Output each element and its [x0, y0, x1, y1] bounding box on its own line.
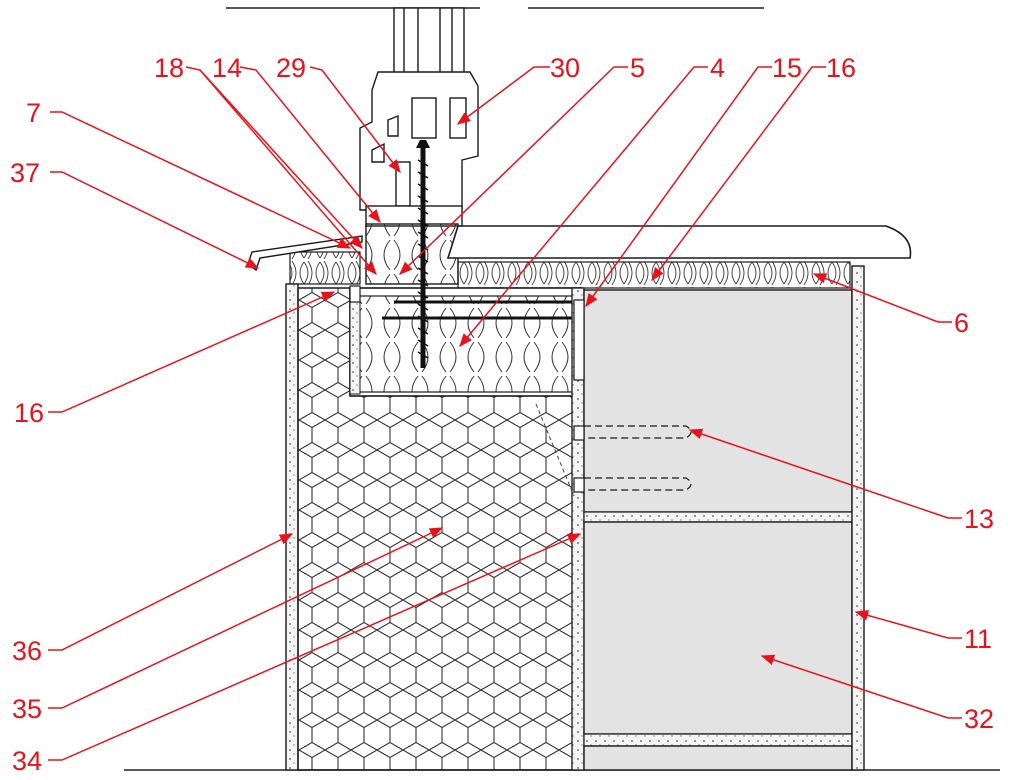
callout-label-5: 5	[630, 53, 645, 83]
anchor-head-1	[573, 425, 585, 441]
subframe-side-render	[349, 295, 361, 395]
callout-label-15: 15	[772, 53, 802, 83]
interior-window-board	[446, 225, 912, 259]
callout-labels: 18 14 29 30 5 4 15 16 7 37 6 16 13 36 11…	[10, 53, 994, 776]
leader-29	[309, 66, 401, 174]
sill-insulation-layer	[457, 261, 851, 289]
callout-label-32: 32	[964, 704, 994, 734]
leader-30	[456, 66, 550, 125]
callout-label-14: 14	[212, 53, 242, 83]
callout-label-34: 34	[12, 746, 42, 776]
sealing-tape-right	[573, 299, 585, 381]
leader-37	[50, 171, 260, 269]
anchor-head-2	[573, 477, 585, 493]
callout-label-29: 29	[276, 53, 306, 83]
subframe-inner	[357, 295, 581, 393]
fixing-screw	[416, 140, 430, 368]
anchor-hidden-line	[535, 403, 575, 497]
callout-label-4: 4	[710, 53, 725, 83]
sealing-tape-left	[349, 285, 361, 303]
leader-16-top	[651, 66, 826, 282]
leader-36	[48, 533, 294, 651]
leader-14	[239, 66, 381, 224]
leader-5	[399, 66, 628, 275]
leader-7	[50, 111, 352, 249]
leader-6	[812, 273, 952, 323]
leader-13	[688, 428, 962, 519]
callout-label-36: 36	[12, 636, 42, 666]
callout-label-35: 35	[12, 694, 42, 724]
exterior-sill-insulation	[289, 251, 361, 285]
leader-35	[48, 527, 444, 709]
callout-label-6: 6	[954, 308, 969, 338]
mortar-joint-upper	[583, 511, 853, 523]
callout-label-13: 13	[964, 504, 994, 534]
callout-label-18: 18	[154, 53, 184, 83]
mortar-joint-lower	[583, 733, 853, 747]
window-frame-profile	[359, 7, 479, 227]
masonry-block-upper	[583, 289, 853, 513]
callout-leaders	[48, 66, 962, 761]
masonry-block-bottom	[583, 745, 853, 771]
leader-11	[854, 610, 962, 639]
leader-18-b	[199, 69, 363, 249]
callout-label-16-left: 16	[14, 398, 44, 428]
callout-label-30: 30	[550, 53, 580, 83]
callout-label-7: 7	[26, 98, 41, 128]
callout-label-16-top: 16	[826, 53, 856, 83]
frame-insulation	[365, 223, 459, 285]
masonry-block-lower	[583, 521, 853, 735]
callout-label-11: 11	[964, 624, 992, 654]
leader-4	[459, 66, 708, 348]
leader-34	[48, 533, 582, 761]
leader-16-left	[48, 291, 336, 413]
leader-15	[585, 66, 772, 308]
exterior-render	[285, 283, 299, 771]
leader-32	[760, 654, 962, 719]
interior-plaster	[851, 265, 865, 771]
callout-label-37: 37	[10, 158, 40, 188]
